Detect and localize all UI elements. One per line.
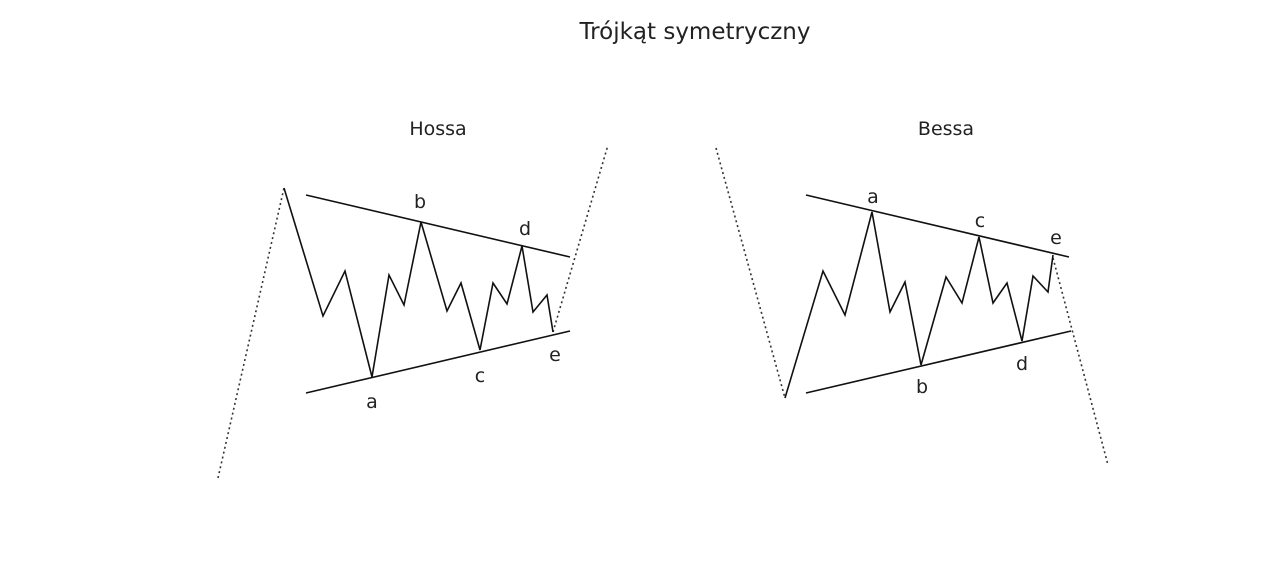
breakout-dotted	[552, 144, 609, 333]
label-b: b	[916, 376, 928, 398]
breakout-dotted	[1052, 257, 1109, 466]
panel-title-bessa: Bessa	[918, 118, 974, 140]
label-d: d	[1016, 353, 1028, 375]
price-path	[283, 187, 554, 378]
label-c: c	[975, 210, 985, 232]
prior-trend-dotted	[217, 187, 285, 479]
price-path	[784, 211, 1054, 399]
panel-bessa: Bessa a b c d e	[715, 118, 1109, 466]
label-d: d	[519, 218, 531, 240]
panel-hossa: Hossa a b c d e	[217, 118, 609, 479]
label-c: c	[475, 365, 485, 387]
upper-trendline	[805, 194, 1070, 258]
panel-title-hossa: Hossa	[409, 118, 466, 140]
label-a: a	[867, 186, 879, 208]
label-b: b	[414, 191, 426, 213]
label-e: e	[549, 344, 561, 366]
prior-trend-dotted	[715, 147, 786, 399]
lower-trendline	[305, 330, 571, 394]
lower-trendline	[805, 330, 1072, 394]
diagram-title: Trójkąt symetryczny	[579, 19, 811, 45]
label-a: a	[366, 391, 378, 413]
upper-trendline	[305, 194, 571, 258]
label-e: e	[1050, 227, 1062, 249]
